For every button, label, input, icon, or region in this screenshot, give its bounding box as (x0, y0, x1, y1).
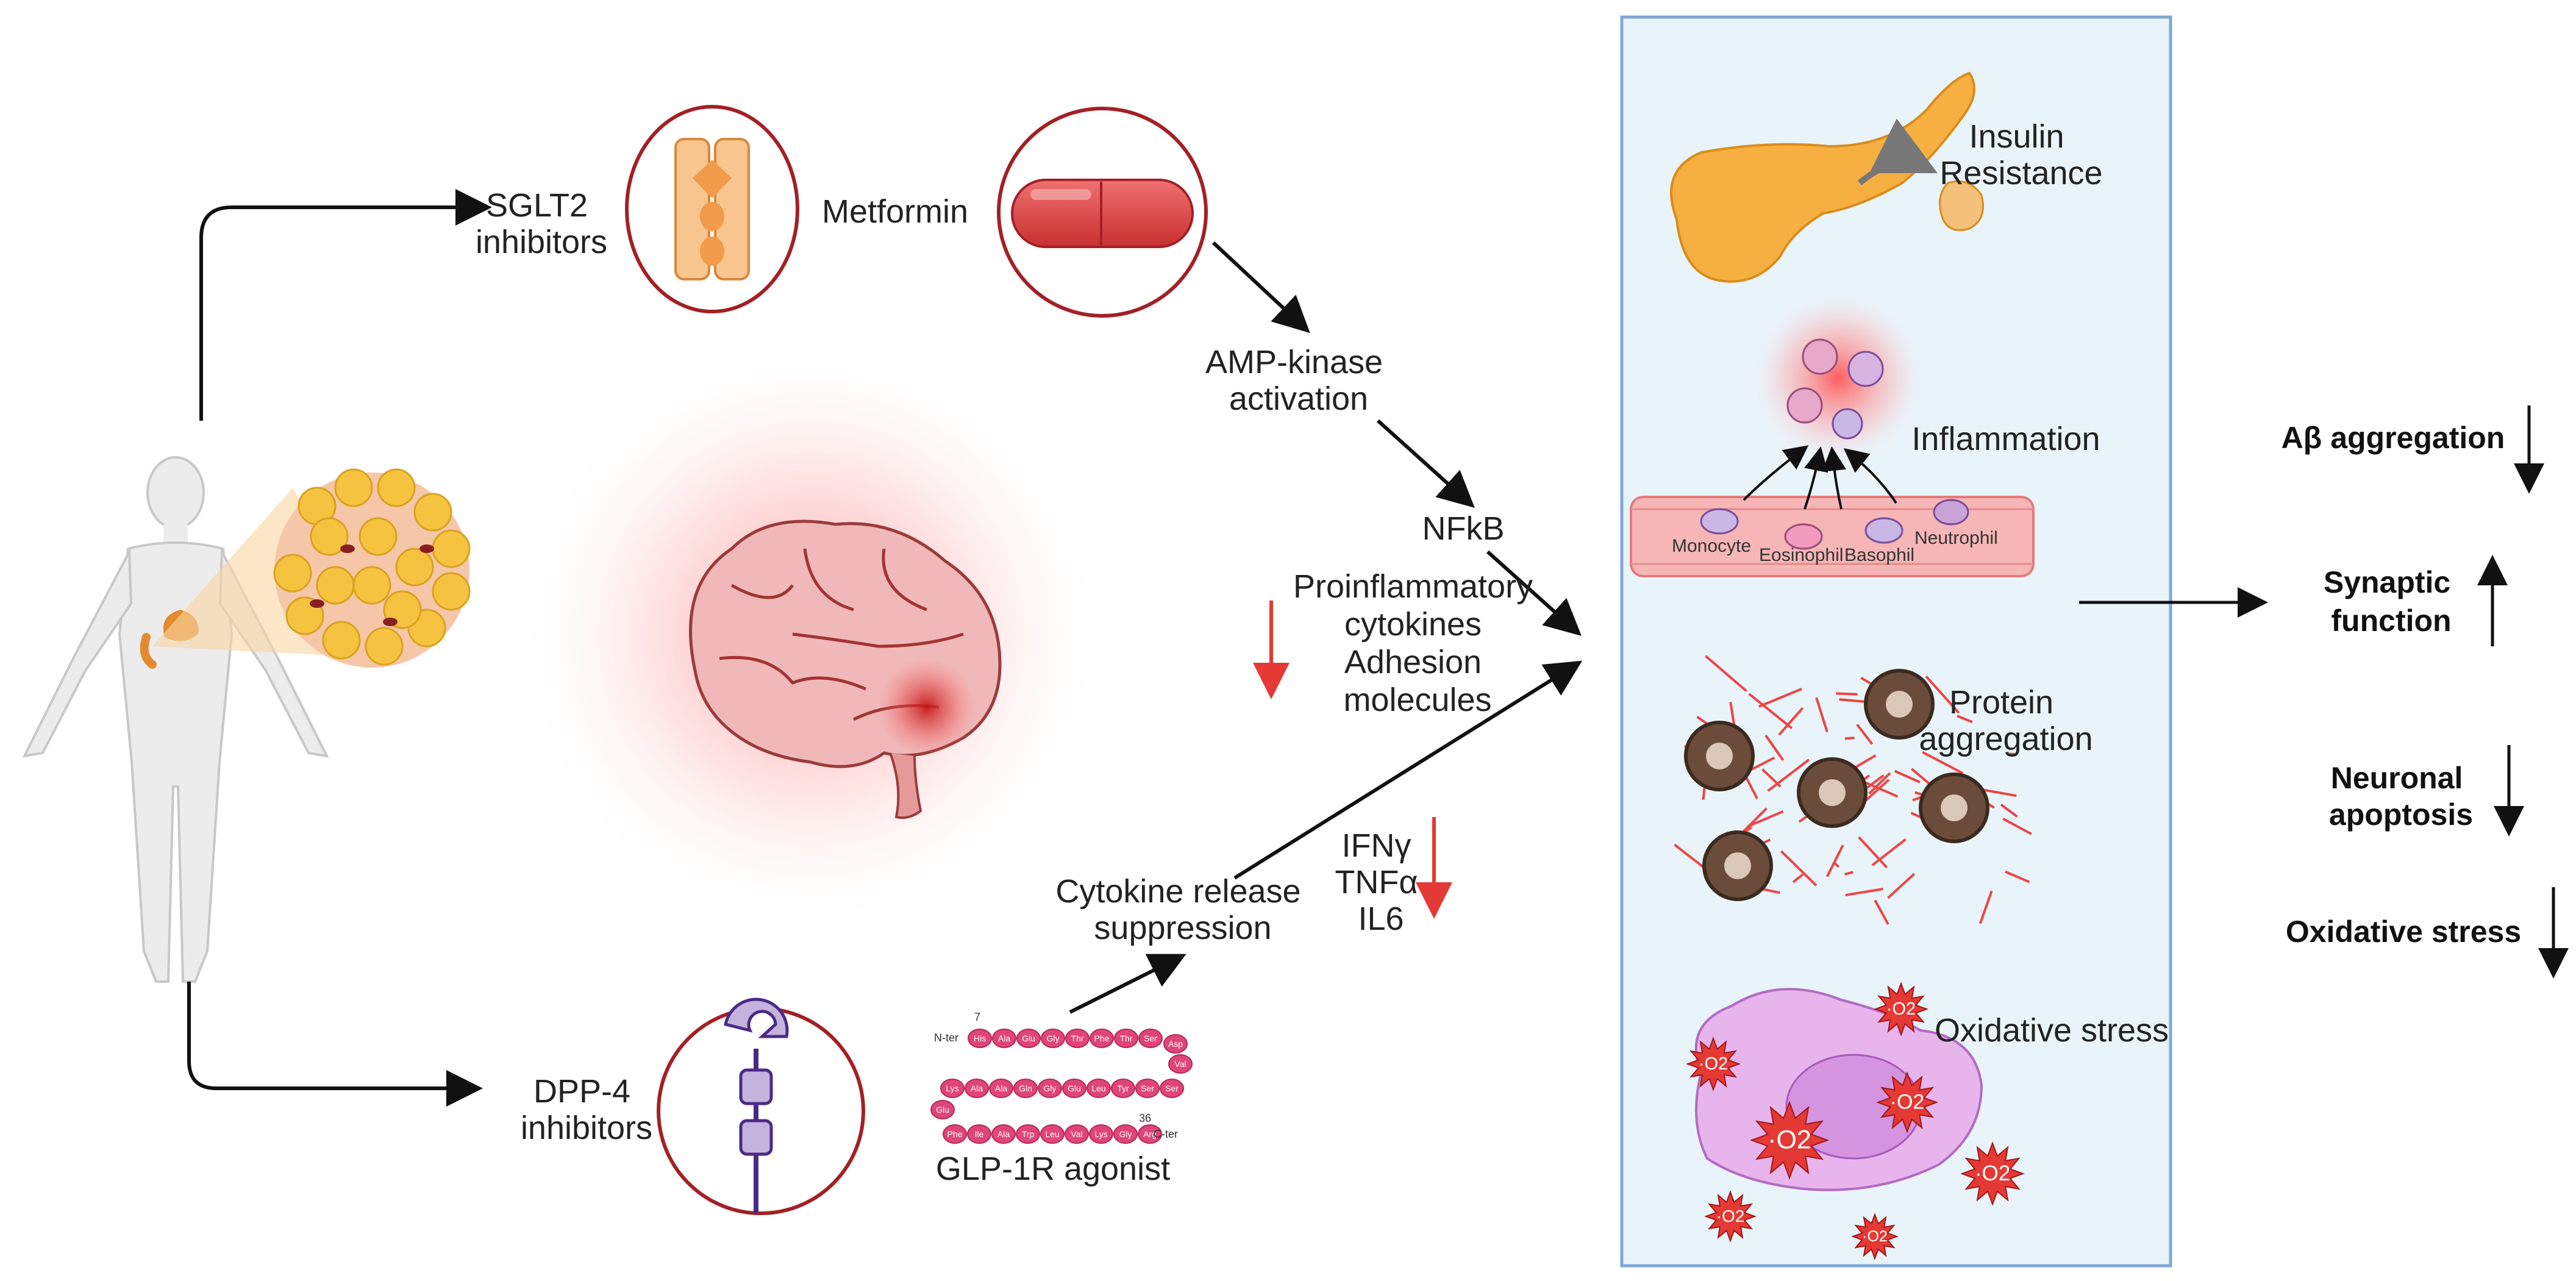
cell-label-neutrophil: Neutrophil (1914, 528, 1998, 548)
sglt2-transporter-icon (627, 107, 797, 312)
fat-cell-icon (354, 567, 390, 604)
proinflammatory-label: Proinflammatory cytokines Adhesion molec… (1293, 568, 1542, 718)
metformin-label: Metformin (822, 193, 968, 230)
amino-acid-label: Ser (1141, 1083, 1154, 1093)
amino-acid-label: Lys (946, 1083, 958, 1093)
arrow-body-to-dpp4 (189, 982, 476, 1088)
dpp4-label: DPP-4 inhibitors (521, 1073, 652, 1146)
amino-acid-label: Asp (1168, 1039, 1183, 1049)
amino-acid-label: Val (1174, 1059, 1186, 1069)
blood-vessel-dot-icon (383, 618, 398, 626)
amino-acid-label: Gly (1044, 1083, 1057, 1093)
arrow-body-to-sglt2 (201, 207, 485, 421)
amino-acid-label: Gln (1019, 1083, 1032, 1093)
cell-label-basophil: Basophil (1844, 545, 1914, 565)
amino-acid-label: Leu (1045, 1129, 1059, 1139)
n-terminus-label: N-ter (934, 1032, 958, 1044)
blood-vessel-dot-icon (419, 544, 434, 553)
fat-cell-icon (415, 494, 451, 530)
amino-acid-label: Lys (1094, 1129, 1107, 1139)
o2-radical-label: ·O2 (1768, 1126, 1811, 1155)
residue-start-label: 7 (974, 1011, 980, 1023)
amino-acid-label: Ser (1144, 1033, 1157, 1043)
brain-icon (515, 338, 1107, 930)
metformin-pill-icon (999, 109, 1206, 316)
fat-cell-icon (396, 549, 433, 585)
amino-acid-label: Ala (971, 1083, 983, 1093)
fat-cell-icon (335, 469, 372, 506)
inflammation-label: Inflammation (1911, 421, 2100, 457)
residue-end-label: 36 (1139, 1112, 1151, 1124)
amino-acid-label: Glu (1068, 1083, 1081, 1093)
o2-radical-label: ·O2 (1890, 1091, 1925, 1114)
plaque-core-icon (1886, 691, 1913, 718)
fat-cell-icon (323, 622, 360, 658)
amino-acid-label: Thr (1120, 1033, 1133, 1043)
plaque-core-icon (1706, 743, 1733, 769)
c-terminus-label: C-ter (1154, 1128, 1178, 1140)
amino-acid-label: Trp (1022, 1129, 1035, 1139)
glp1r-label: GLP-1R agonist (936, 1151, 1170, 1187)
amino-acid-label: Phe (947, 1129, 963, 1139)
amino-acid-label: Ser (1165, 1083, 1179, 1093)
fat-cell-icon (360, 518, 396, 555)
protein-fibril (1836, 693, 1857, 694)
arrow-ampk-to-nfkb (1378, 421, 1469, 503)
outcome-oxidative-stress: Oxidative stress (2286, 915, 2521, 949)
o2-radical-label: ·O2 (1699, 1054, 1728, 1074)
arrow-metformin-to-ampk (1213, 243, 1305, 328)
sglt2-label: SGLT2 inhibitors (476, 187, 607, 260)
amino-acid-label: Gly (1119, 1129, 1132, 1139)
cell-label-monocyte: Monocyte (1672, 536, 1751, 556)
fat-cell-icon (433, 573, 469, 610)
fat-cell-icon (378, 469, 415, 506)
inflammation-glow (1747, 287, 1930, 469)
o2-radical-label: ·O2 (1975, 1161, 2010, 1185)
amino-acid-label: Phe (1094, 1033, 1110, 1043)
plaque-core-icon (1724, 852, 1751, 879)
amino-acid-label: Ala (997, 1129, 1010, 1139)
fat-cell-icon (317, 567, 354, 604)
o2-radical-label: ·O2 (1716, 1207, 1745, 1226)
nfkb-label: NFkB (1422, 510, 1505, 547)
amino-acid-label: Val (1071, 1129, 1082, 1139)
fat-cell-icon (433, 530, 469, 567)
cytokine-release-label: Cytokine release suppression (1055, 873, 1310, 946)
plaque-core-icon (1941, 794, 1968, 821)
amino-acid-label: Thr (1071, 1033, 1084, 1043)
outcome-neuronal-apoptosis: Neuronal apoptosis (2329, 761, 2473, 832)
amino-acid-label: Ile (975, 1129, 984, 1139)
o2-radical-label: ·O2 (1862, 1228, 1888, 1245)
fat-cell-icon (366, 628, 402, 665)
amino-acid-label: Glu (936, 1105, 949, 1115)
amino-acid-label: Ala (998, 1033, 1010, 1043)
arrow-glp1r-to-cytokine (1070, 957, 1180, 1012)
amino-acid-label: Glu (1022, 1033, 1035, 1043)
o2-radical-label: ·O2 (1886, 999, 1916, 1019)
outcome-synaptic-function: Synaptic function (2324, 565, 2459, 638)
plaque-core-icon (1819, 779, 1846, 806)
amino-acid-label: Tyr (1117, 1083, 1129, 1093)
cell-label-eosinophil: Eosinophil (1759, 545, 1843, 565)
ampk-label: AMP-kinase activation (1205, 344, 1392, 417)
blood-vessel-dot-icon (340, 544, 355, 553)
amino-acid-label: Ala (995, 1083, 1007, 1093)
dpp4-receptor-icon (658, 999, 863, 1213)
cytokines-label: IFNγ TNFα IL6 (1335, 827, 1427, 937)
fat-cell-icon (274, 555, 311, 591)
blood-vessel-dot-icon (310, 599, 324, 608)
oxidative-stress-panel-label: Oxidative stress (1935, 1012, 2169, 1049)
amino-acid-label: Leu (1091, 1083, 1105, 1093)
outcome-abeta-aggregation: Aβ aggregation (2282, 421, 2505, 455)
amino-acid-label: Gly (1047, 1033, 1060, 1043)
amino-acid-label: His (974, 1033, 986, 1043)
